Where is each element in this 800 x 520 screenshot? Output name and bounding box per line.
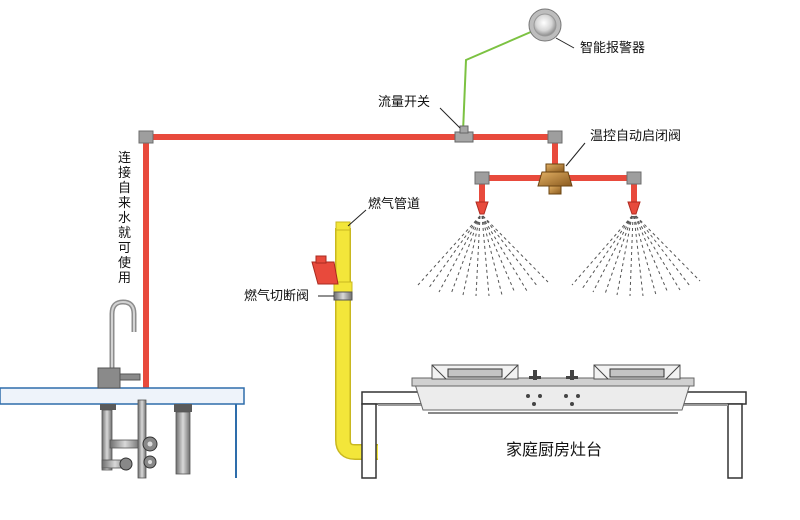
temp-valve-leader-line	[565, 142, 586, 167]
svg-text:自: 自	[118, 181, 131, 196]
burner-right-icon	[593, 364, 681, 380]
sprinkler-nozzle-right	[627, 201, 641, 215]
water-supply-label: 连 接 自 来 水 就 可 使 用	[118, 150, 131, 286]
svg-text:可: 可	[118, 241, 131, 256]
stove-counter-label: 家庭厨房灶台	[506, 440, 602, 459]
svg-text:接: 接	[118, 165, 131, 181]
alarm-label: 智能报警器	[580, 40, 645, 56]
temp-valve-label: 温控自动启闭阀	[590, 129, 681, 144]
gas-pipe-label: 燃气管道	[368, 196, 420, 212]
svg-text:就: 就	[118, 226, 131, 241]
gas-pipe	[335, 221, 378, 460]
pipe-fittings	[138, 130, 642, 185]
temp-control-valve-icon	[537, 163, 573, 195]
stove-knob-icons	[526, 370, 580, 406]
faucet-icon	[97, 299, 141, 389]
gas-pipe-leader-line	[347, 209, 367, 227]
svg-text:使: 使	[118, 255, 131, 271]
angle-valve-icon	[119, 436, 158, 471]
alarm-leader-line	[555, 37, 575, 49]
flow-switch-leader-line	[439, 107, 461, 129]
svg-text:用: 用	[118, 271, 131, 286]
under-sink-plumbing	[101, 399, 191, 479]
alarm-wire	[462, 27, 541, 133]
svg-text:连: 连	[118, 150, 131, 166]
smart-alarm-icon	[528, 8, 562, 42]
gas-shutoff-valve-icon	[311, 255, 353, 301]
burner-left-icon	[431, 364, 519, 380]
flow-switch-icon	[454, 125, 474, 143]
spray-pattern-right	[571, 215, 701, 297]
sprinkler-nozzle-left	[475, 201, 489, 215]
svg-text:水: 水	[118, 211, 131, 226]
svg-text:来: 来	[118, 196, 131, 211]
flow-switch-label: 流量开关	[378, 95, 430, 110]
sink-counter	[0, 387, 245, 478]
spray-pattern-left	[417, 215, 549, 297]
gas-shutoff-label: 燃气切断阀	[244, 288, 309, 304]
gas-stove-icon	[411, 377, 695, 414]
